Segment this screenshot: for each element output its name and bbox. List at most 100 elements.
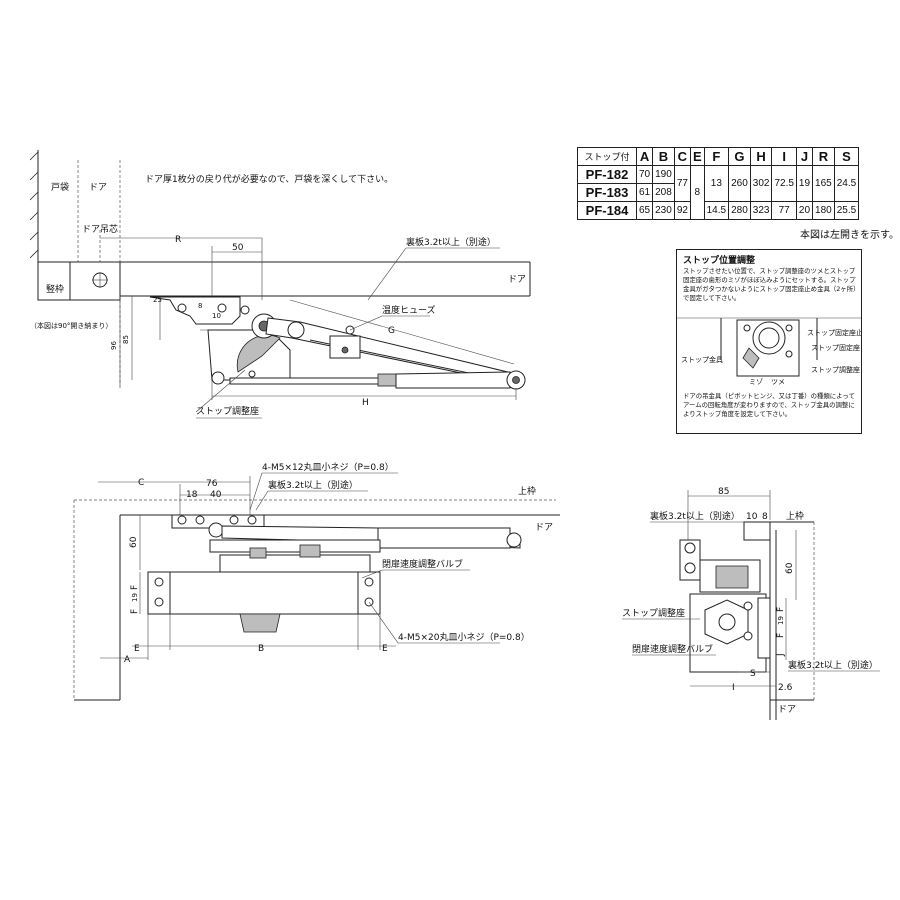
table-cell: 61 [635,183,654,202]
stop-detail-drawing: ストップ固定座止め金具 ストップ固定座 ストップ金具 ストップ調整座 ミゾ ツメ [677,317,861,386]
model-cell: PF-184 [577,201,637,220]
dim-10-side: 10 [746,512,758,522]
door-label-front: ドア [535,523,553,533]
frame-top-label-front: 上枠 [518,485,536,497]
col-header: C [673,147,691,166]
dim-19-front: 19 [131,593,139,602]
claw-label: ツメ [771,378,785,386]
fuse-label: 温度ヒューズ [382,304,436,316]
plan-view: 戸袋 ドア ドア厚1枚分の戻り代が必要なので、戸袋を深くして下さい。 ドア吊芯 … [29,150,531,419]
col-header: I [771,147,797,166]
dim-E1: E [134,644,140,654]
table-cell: 14.5 [703,201,730,220]
model-cell: PF-182 [577,165,637,184]
col-header: J [795,147,814,166]
table-cell: 77 [673,165,691,202]
groove-label: ミゾ [749,378,763,386]
valve-label-front: 閉扉速度調整バルブ [382,558,463,570]
dim-96: 96 [110,341,118,350]
backing-label-plan: 裏板3.2t以上（別途） [406,236,496,248]
screw-bottom-label: 4-M5×20丸皿小ネジ（P=0.8） [398,631,530,643]
dim-18: 18 [186,490,198,500]
spec-table-header: ストップ付 A B C E F G H I J R S [577,147,860,166]
table-cell: 20 [795,201,814,220]
dim-F2-side: F [776,633,786,638]
stop-box-note: ドアの吊金具（ピボットヒンジ、又は丁番）の種類によってアームの回転角度が変わりま… [683,392,855,418]
stop-box-title: ストップ位置調整 [683,256,756,266]
dim-85-side: 85 [718,487,729,497]
dim-8-side: 8 [762,512,768,522]
dim-60-side: 60 [785,562,795,574]
frame-top-label-side: 上枠 [786,510,804,522]
dim-A: A [124,655,131,665]
todukuro-label: 戸袋 [51,181,69,193]
col-header: S [833,147,860,166]
frame-label: 竪枠 [46,283,64,295]
dim-C: C [138,478,144,488]
stop-seat-label-plan: ストップ調整座 [196,405,259,417]
table-cell: 70 [635,165,654,184]
fixing-fitting-label: ストップ固定座止め金具 [807,328,861,337]
dim-F1-side: F [776,607,786,612]
stop-box-desc: ストップさせたい位置で、ストップ調整座のツメとストップ固定座の歯形のミゾがほぼ込… [683,267,857,302]
col-header: B [652,147,675,166]
table-cell: 19 [795,165,814,202]
dim-R: R [175,235,181,245]
adjust-seat-label: ストップ調整座 [811,365,860,374]
backing-top-label-side: 裏板3.2t以上（別途） [650,510,740,522]
note-text: ドア厚1枚分の戻り代が必要なので、戸袋を深くして下さい。 [145,173,393,185]
dim-76: 76 [206,479,218,489]
screw-top-label: 4-M5×12丸皿小ネジ（P=0.8） [262,461,394,473]
col-header: E [689,147,705,166]
table-row: PF-184 65 230 92 14.5 280 323 77 20 180 … [577,201,860,220]
dim-J-side: J [776,653,786,657]
table-cell: 92 [673,201,691,220]
side-view: 85 10 8 上枠 裏板3.2t以上（別途） ドア 60 F 19 F J [622,487,880,720]
table-cell: 323 [749,201,773,220]
door-pivot-label: ドア吊芯 [82,223,118,235]
stop-seat-label-side: ストップ調整座 [622,607,685,619]
note-line: ドア厚1枚分の戻り代が必要なので、戸袋を深くして下さい。 [145,173,393,185]
col-header: H [749,147,773,166]
dim-10: 10 [212,312,221,320]
dim-50: 50 [232,243,244,253]
table-cell: 230 [652,201,675,220]
angle-note: （本図は90°開き納まり） [30,321,112,330]
table-cell: 65 [635,201,654,220]
col-header: A [635,147,654,166]
dim-F1-front: F [130,585,140,590]
table-cell: 13 [703,165,730,202]
dim-25: 25 [153,296,162,304]
col-header: R [812,147,835,166]
valve-label-side: 閉扉速度調整バルブ [632,643,713,655]
front-view: 上枠 ドア C 76 18 40 4-M5×12丸皿小ネジ（P=0.8） 裏板3… [73,461,560,701]
dim-H: H [362,398,369,408]
col-header: G [728,147,751,166]
dim-F2-front: F [130,609,140,614]
table-cell: 260 [728,165,751,202]
table-cell: 180 [812,201,835,220]
dim-G: G [388,326,395,336]
table-cell: 72.5 [771,165,797,202]
table-corner: ストップ付 [577,147,637,166]
table-cell: 208 [652,183,675,202]
model-cell: PF-183 [577,183,637,202]
dim-85: 85 [122,335,130,344]
dim-26-side: 2.6 [778,683,793,693]
fixed-seat-label: ストップ固定座 [811,343,860,352]
table-row: PF-183 61 208 [577,183,859,202]
table-cell: 280 [728,201,751,220]
door-label-side: ドア [778,705,796,715]
dim-40: 40 [210,490,222,500]
dim-E2: E [382,644,388,654]
dim-S-side: S [750,669,756,679]
dim-B: B [258,644,264,654]
door-left-label: ドア [89,183,107,193]
dim-I-side: I [732,683,735,693]
frame-text: 竪枠 [46,283,64,295]
dim-8: 8 [198,302,202,310]
dim-60-front: 60 [129,536,139,548]
table-cell: 25.5 [833,201,860,220]
col-header: F [703,147,730,166]
backing-bottom-label-side: 裏板3.2t以上（別途） [788,659,878,671]
